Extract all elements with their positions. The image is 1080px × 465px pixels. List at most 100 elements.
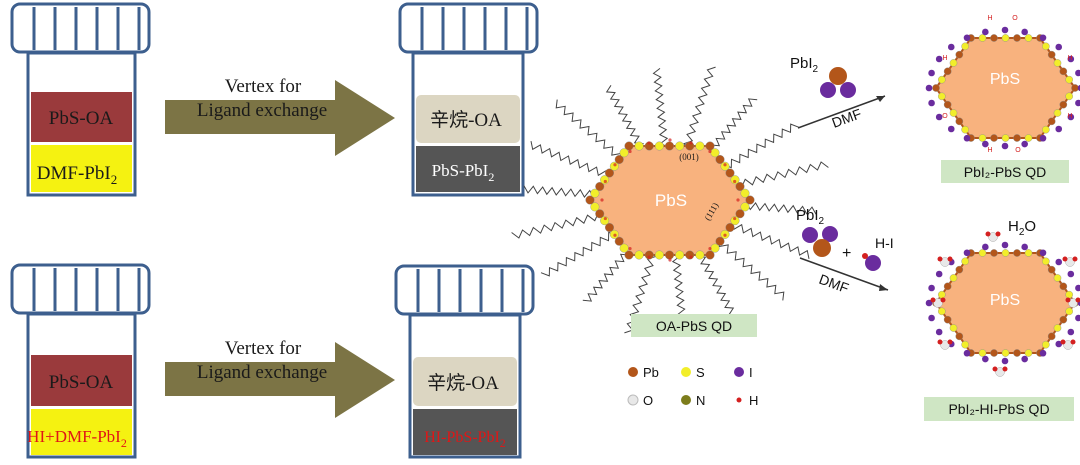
pb-atom	[955, 50, 964, 59]
i-atom	[840, 82, 856, 98]
pb-atom	[1013, 249, 1021, 257]
pb-atom	[1013, 34, 1021, 42]
h-atom	[1065, 297, 1071, 303]
qd-caption: OA-PbS QD	[656, 318, 732, 334]
vial-top-label: 辛烷-OA	[427, 372, 499, 394]
ligand-letter: O	[1012, 15, 1018, 22]
pb-atom	[1047, 265, 1056, 274]
h-atom	[862, 253, 868, 259]
s-atom	[740, 188, 750, 198]
hi-pbs-pbi2-layer	[413, 409, 517, 455]
reaction-bottom: PbI2 + H-I DMF	[796, 207, 894, 296]
pbs-pbi2-layer	[416, 146, 520, 192]
legend-swatch-i	[734, 367, 744, 377]
octane-layer	[413, 357, 517, 406]
h-atom	[668, 138, 672, 142]
s-atom	[938, 92, 946, 101]
s-atom	[1053, 59, 1062, 67]
row2-arrow: Vertex for Ligand exchange	[165, 338, 395, 418]
oa-chain	[540, 227, 618, 277]
i-atom	[1067, 113, 1075, 121]
i-atom	[1001, 241, 1009, 249]
pb-atom	[955, 265, 964, 274]
pb-atom	[595, 209, 605, 219]
i-atom	[1039, 134, 1047, 142]
pb-atom	[955, 117, 964, 126]
subscript: 2	[488, 170, 494, 184]
h-atom	[1072, 256, 1078, 262]
core-label: PbS	[990, 292, 1020, 309]
h-atom	[1002, 366, 1008, 372]
surface-atoms	[585, 138, 755, 262]
i-atom	[1055, 43, 1063, 51]
dmf-pbi2-layer	[31, 145, 132, 192]
svg-text:DMF-PbI2: DMF-PbI2	[37, 163, 117, 187]
ligand-letter: O	[942, 113, 948, 120]
s-atom	[634, 250, 644, 260]
s-atom	[1053, 324, 1062, 332]
oa-chain	[652, 68, 669, 148]
s-atom	[654, 250, 664, 260]
s-atom	[949, 109, 958, 117]
pb-atom	[1059, 67, 1068, 76]
h-atom	[995, 231, 1001, 237]
h-atom	[689, 255, 693, 259]
legend-swatch-o	[627, 394, 639, 406]
s-atom	[961, 257, 969, 266]
arrow-label-line2: Ligand exchange	[197, 100, 327, 121]
reaction-arrow-line	[799, 257, 889, 291]
legend-swatch-h	[736, 397, 742, 403]
s-atom	[695, 250, 705, 260]
pb-atom	[624, 250, 634, 260]
subscript: 2	[1019, 227, 1025, 238]
ligand-letter: O	[1015, 147, 1021, 154]
pb-atom	[605, 168, 615, 178]
h-atom	[628, 246, 632, 251]
water-molecules	[925, 231, 1080, 377]
i-atom	[820, 82, 836, 98]
oa-chain	[530, 140, 616, 180]
pb-atom	[665, 250, 675, 260]
h-atom	[603, 179, 607, 184]
i-atom	[865, 255, 881, 271]
svg-text:PbI2: PbI2	[790, 55, 819, 75]
caption-box	[631, 314, 757, 337]
h-atom	[668, 258, 672, 262]
i-atom	[1001, 142, 1009, 150]
subscript: 2	[500, 436, 506, 450]
s-atom	[961, 125, 969, 134]
ligand-letter: H	[987, 15, 992, 22]
svg-text:HI+DMF-PbI2: HI+DMF-PbI2	[27, 427, 127, 450]
pb-atom	[1013, 134, 1021, 142]
h-atom	[647, 141, 651, 145]
s-atom	[1053, 109, 1062, 117]
vial-bottom-label: HI+DMF-PbI	[27, 427, 121, 446]
i-atom	[928, 284, 935, 292]
s-atom	[938, 290, 946, 299]
vial-bottom-label: PbS-PbI	[432, 161, 489, 180]
s-atom	[938, 75, 946, 84]
right-arrow	[165, 342, 395, 418]
pb-atom	[585, 195, 595, 205]
pb-atom	[614, 236, 624, 246]
svg-text:PbS-PbI2: PbS-PbI2	[432, 161, 495, 184]
subscript: 2	[819, 216, 825, 227]
s-atom	[1001, 34, 1010, 42]
h-atom	[689, 141, 693, 145]
legend-label-s: S	[696, 365, 705, 380]
oa-pbs-qd: PbS (001) (111) OA-PbS QD	[511, 66, 829, 337]
i-atom	[947, 125, 955, 133]
i-atom	[1075, 69, 1080, 77]
ligand-letter: H	[1067, 55, 1072, 62]
i-atom	[982, 243, 989, 251]
i-atom	[935, 270, 943, 278]
pb-atom	[614, 154, 624, 164]
legend-label-h: H	[749, 393, 758, 408]
water-label-tail: O	[1024, 218, 1036, 235]
s-atom	[1065, 92, 1073, 101]
vial-bottom-label: DMF-PbI	[37, 163, 111, 184]
svg-text:HI-PbS-PbI2: HI-PbS-PbI2	[424, 429, 506, 450]
s-atom	[1065, 307, 1073, 316]
pb-atom	[943, 67, 952, 76]
